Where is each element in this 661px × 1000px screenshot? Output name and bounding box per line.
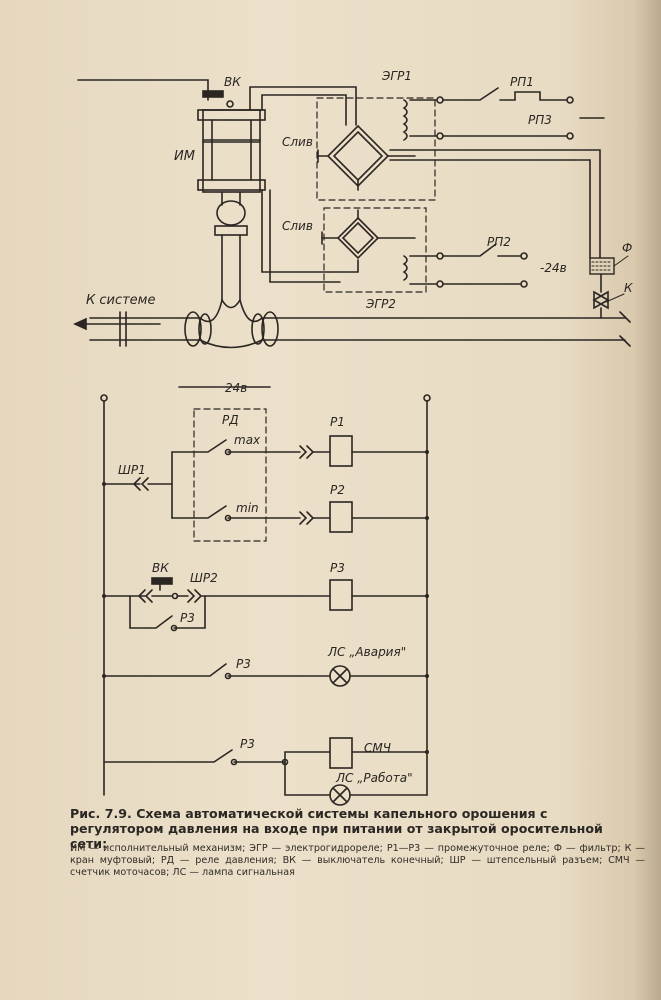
hydraulic-diagram (73, 79, 631, 349)
flow-arrow (73, 317, 161, 331)
label-egr2: ЭГР2 (365, 297, 396, 311)
branch-alarm (103, 663, 428, 687)
label-p3-alarm: Р3 (236, 657, 251, 671)
figure-caption: Рис. 7.9. Схема автоматической системы к… (70, 806, 642, 851)
limit-switch-vk-2 (151, 577, 173, 585)
label-egr1: ЭГР1 (381, 69, 412, 83)
label-voltage-bottom: 24в (225, 381, 247, 395)
label-min: min (236, 501, 259, 515)
branch-p3 (103, 577, 428, 632)
electrical-diagram (100, 386, 431, 806)
label-voltage-top: -24в (540, 261, 567, 275)
egr2-coil (402, 255, 408, 281)
relay-wiring-bottom (409, 243, 528, 288)
label-p2: Р2 (330, 483, 345, 497)
label-p3-work: Р3 (240, 737, 255, 751)
left-terminal (100, 394, 108, 402)
label-p3-hold: Р3 (180, 611, 195, 625)
branch-min (171, 501, 428, 533)
actuator-im (197, 109, 266, 193)
label-filter: Ф (622, 241, 632, 255)
limit-switch-vk (202, 90, 224, 98)
label-rp1: РП1 (510, 75, 534, 89)
label-im: ИМ (174, 149, 195, 164)
label-rp3: РП3 (528, 113, 552, 127)
filter-tube (389, 149, 601, 259)
plug-shr1 (103, 477, 173, 491)
label-shr2: ШР2 (190, 571, 218, 585)
label-vk-top: ВК (224, 75, 241, 89)
label-smch: СМЧ (364, 741, 391, 755)
egr2-bridge (321, 216, 416, 260)
figure-legend: ИМ — исполнительный механизм; ЭГР — элек… (70, 843, 645, 878)
label-ls-alarm: ЛС „Авария" (327, 645, 406, 659)
label-k-sisteme: К системе (86, 293, 155, 308)
branch-work (103, 737, 428, 806)
label-valve: К (624, 281, 633, 295)
label-vk-bottom: ВК (152, 561, 169, 575)
ball-valve-k (592, 290, 610, 310)
control-valve (214, 191, 248, 309)
coil-p1 (329, 435, 353, 467)
figure-title: Схема автоматической системы капельного … (70, 806, 603, 851)
lead-wire (77, 79, 209, 101)
egr1-coil (402, 99, 408, 141)
main-pipe (89, 299, 631, 349)
label-rp2: РП2 (487, 235, 511, 249)
counter-smch (329, 737, 353, 769)
label-max: max (234, 433, 261, 447)
egr1-bridge (317, 124, 416, 188)
rd-box (193, 408, 267, 542)
relay-wiring-top (409, 87, 605, 140)
figure-number: Рис. 7.9. (70, 806, 132, 821)
label-p1: Р1 (330, 415, 345, 429)
diagram-labels: ВК ИМ ЭГР1 ЭГР2 РП1 РП3 РП2 Слив Слив -2… (86, 69, 633, 785)
control-tubes (249, 86, 359, 283)
label-p3-coil: Р3 (330, 561, 345, 575)
label-sliv-2: Слив (282, 219, 313, 233)
label-rd: РД (222, 413, 239, 427)
right-terminal (423, 394, 431, 402)
label-shr1: ШР1 (118, 463, 146, 477)
branch-max (171, 435, 428, 519)
label-ls-work: ЛС „Работа" (335, 771, 413, 785)
coil-p2 (329, 501, 353, 533)
egr2-box (323, 207, 427, 293)
coil-p3 (329, 579, 353, 611)
label-sliv-1: Слив (282, 135, 313, 149)
